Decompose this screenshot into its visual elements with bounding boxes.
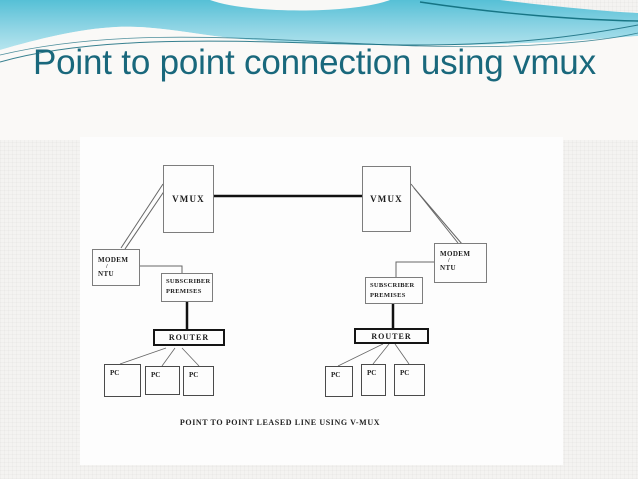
modem-left-line2: / xyxy=(106,264,109,270)
right-fan-3 xyxy=(394,343,410,365)
left-dual-link-b xyxy=(124,186,168,250)
left-fan-2 xyxy=(161,347,176,367)
pc-label-6: PC xyxy=(400,369,410,377)
slide-title: Point to point connection using vmux xyxy=(33,43,596,82)
subscriber-premises-right-box: SUBSCRIBER PREMISES xyxy=(365,277,423,304)
pc-box-5: PC xyxy=(361,364,386,396)
left-elbow-connector xyxy=(140,265,183,273)
router-right-label: ROUTER xyxy=(371,331,412,341)
right-elbow-connector xyxy=(395,261,434,277)
pc-box-2: PC xyxy=(145,366,180,395)
subscriber-right-line2: PREMISES xyxy=(370,292,406,299)
pc-label-4: PC xyxy=(331,371,341,379)
subscriber-left-line1: SUBSCRIBER xyxy=(166,278,211,285)
left-fan-3 xyxy=(181,347,200,367)
modem-right-line1: MODEM xyxy=(440,250,471,258)
pc-box-3: PC xyxy=(183,366,214,396)
left-dual-link-a xyxy=(120,183,164,249)
right-fan-1 xyxy=(337,343,384,367)
pc-label-1: PC xyxy=(110,369,120,377)
router-left-label: ROUTER xyxy=(168,333,210,342)
pc-box-1: PC xyxy=(104,364,141,397)
vmux-right-box: VMUX xyxy=(362,166,411,232)
cyan-band-shape xyxy=(0,0,638,50)
connector-lines xyxy=(119,183,463,367)
white-wave-body xyxy=(0,26,638,140)
vmux-left-box: VMUX xyxy=(163,165,214,233)
router-right-box: ROUTER xyxy=(354,328,429,344)
subscriber-premises-left-box: SUBSCRIBER PREMISES xyxy=(161,273,213,302)
modem-ntu-left-box: MODEM / NTU xyxy=(92,249,140,286)
vmux-left-label: VMUX xyxy=(172,194,205,204)
pc-label-3: PC xyxy=(189,371,199,379)
right-fan-2 xyxy=(372,343,390,365)
pc-box-6: PC xyxy=(394,364,425,396)
modem-left-line3: NTU xyxy=(98,270,114,278)
modem-left-line1: MODEM xyxy=(98,256,129,264)
left-fan-1 xyxy=(119,347,167,365)
router-left-box: ROUTER xyxy=(153,329,225,346)
wave-line-3 xyxy=(419,1,638,22)
pc-label-5: PC xyxy=(367,369,377,377)
subscriber-left-line2: PREMISES xyxy=(166,288,202,295)
pc-label-2: PC xyxy=(151,371,161,379)
white-wave-hump xyxy=(210,0,390,11)
pc-box-4: PC xyxy=(325,366,353,397)
diagram-canvas: VMUX VMUX MODEM / NTU MODEM / NTU SUBSCR… xyxy=(80,137,563,465)
modem-right-line3: NTU xyxy=(440,264,456,272)
modem-right-line2: / xyxy=(448,258,451,264)
header-wave-decoration xyxy=(0,0,638,140)
right-dual-link-b xyxy=(413,187,463,245)
vmux-right-label: VMUX xyxy=(370,194,403,204)
diagram-caption: POINT TO POINT LEASED LINE USING V-MUX xyxy=(179,418,381,427)
subscriber-right-line1: SUBSCRIBER xyxy=(370,282,415,289)
wave-line-2 xyxy=(0,32,638,56)
modem-ntu-right-box: MODEM / NTU xyxy=(434,243,487,283)
